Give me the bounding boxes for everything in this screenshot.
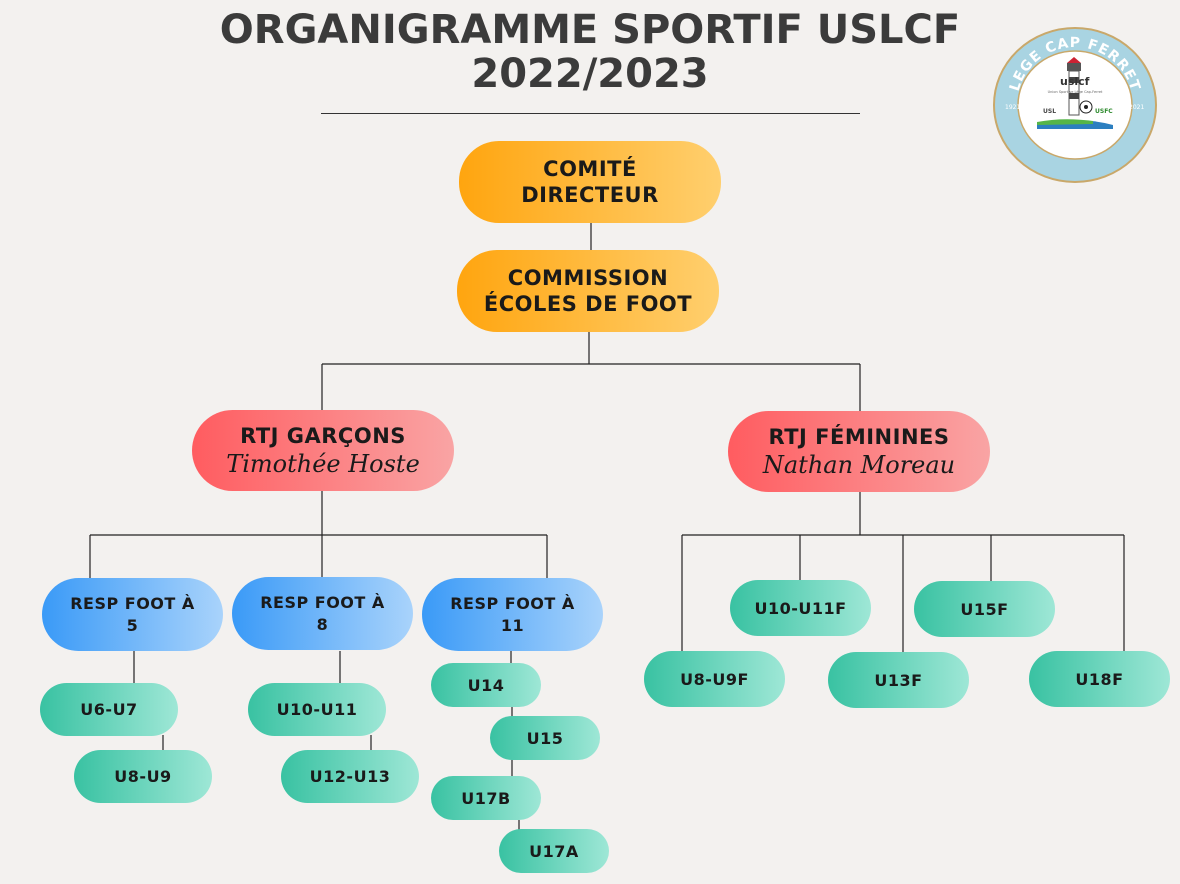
team-label: U14 [467,675,505,695]
team-label: U15 [526,728,564,748]
logo-sub-text: Union Sportive Lège Cap-Ferret [1048,90,1103,94]
team-label: U8-U9F [680,669,749,689]
commission-line-1: COMMISSION [507,266,669,290]
rtj-garcons-label: RTJ GARÇONS [240,423,406,448]
resp8-line-1: RESP FOOT À [260,592,385,612]
rtj-feminines-node: RTJ FÉMININES Nathan Moreau [728,411,990,492]
team-label: U10-U11F [754,598,847,618]
team-u6-u7: U6-U7 [40,683,178,736]
team-u10-u11: U10-U11 [248,683,386,736]
team-label: U17B [461,788,511,808]
team-label: U8-U9 [114,767,172,786]
resp11-line-1: RESP FOOT À [450,593,575,613]
team-label: U13F [874,670,923,690]
logo-right-year: 2021 [1129,104,1144,111]
comite-line-1: COMITÉ [543,157,637,181]
logo-grass [1037,119,1093,125]
team-label: U15F [960,599,1009,619]
rtj-feminines-label: RTJ FÉMININES [768,424,950,449]
lighthouse-icon [1067,57,1081,116]
club-logo: LEGE CAP FERRET FOOTBALL 1921 2021 uslcf… [993,27,1157,183]
logo-right-label: USFC [1095,108,1113,115]
team-label: U6-U7 [80,700,138,719]
football-icon [1079,100,1093,114]
team-u13f: U13F [828,652,969,708]
team-u8-u9f: U8-U9F [644,651,785,707]
team-label: U17A [529,841,579,861]
rtj-feminines-person: Nathan Moreau [762,450,956,479]
team-u10-u11f: U10-U11F [730,580,871,636]
team-u15: U15 [490,716,600,760]
resp8-line-2: 8 [316,614,329,634]
team-u14: U14 [431,663,541,707]
team-u12-u13: U12-U13 [281,750,419,803]
team-u18f: U18F [1029,651,1170,707]
resp-foot-8-node: RESP FOOT À 8 [232,577,413,650]
resp5-line-2: 5 [126,615,139,635]
team-label: U10-U11 [276,700,358,719]
logo-center-text: uslcf [1060,75,1090,88]
logo-left-label: USL [1043,108,1056,115]
title-line-2: 2022/2023 [471,51,709,97]
resp11-line-2: 11 [500,615,525,635]
team-label: U12-U13 [309,767,391,786]
team-u17a: U17A [499,829,609,873]
rtj-garcons-node: RTJ GARÇONS Timothée Hoste [192,410,454,491]
page-title: ORGANIGRAMME SPORTIF USLCF 2022/2023 [200,8,980,96]
team-u15f: U15F [914,581,1055,637]
resp-foot-5-node: RESP FOOT À 5 [42,578,223,651]
title-line-1: ORGANIGRAMME SPORTIF USLCF [219,7,961,53]
rtj-garcons-person: Timothée Hoste [226,449,420,478]
logo-left-year: 1921 [1005,104,1020,111]
team-u17b: U17B [431,776,541,820]
commission-ecoles-node: COMMISSION ÉCOLES DE FOOT [457,250,719,332]
resp5-line-1: RESP FOOT À [70,593,195,613]
comite-directeur-node: COMITÉ DIRECTEUR [459,141,721,223]
comite-line-2: DIRECTEUR [521,183,659,207]
team-label: U18F [1075,669,1124,689]
title-divider [321,113,860,114]
team-u8-u9: U8-U9 [74,750,212,803]
commission-line-2: ÉCOLES DE FOOT [483,292,693,316]
resp-foot-11-node: RESP FOOT À 11 [422,578,603,651]
